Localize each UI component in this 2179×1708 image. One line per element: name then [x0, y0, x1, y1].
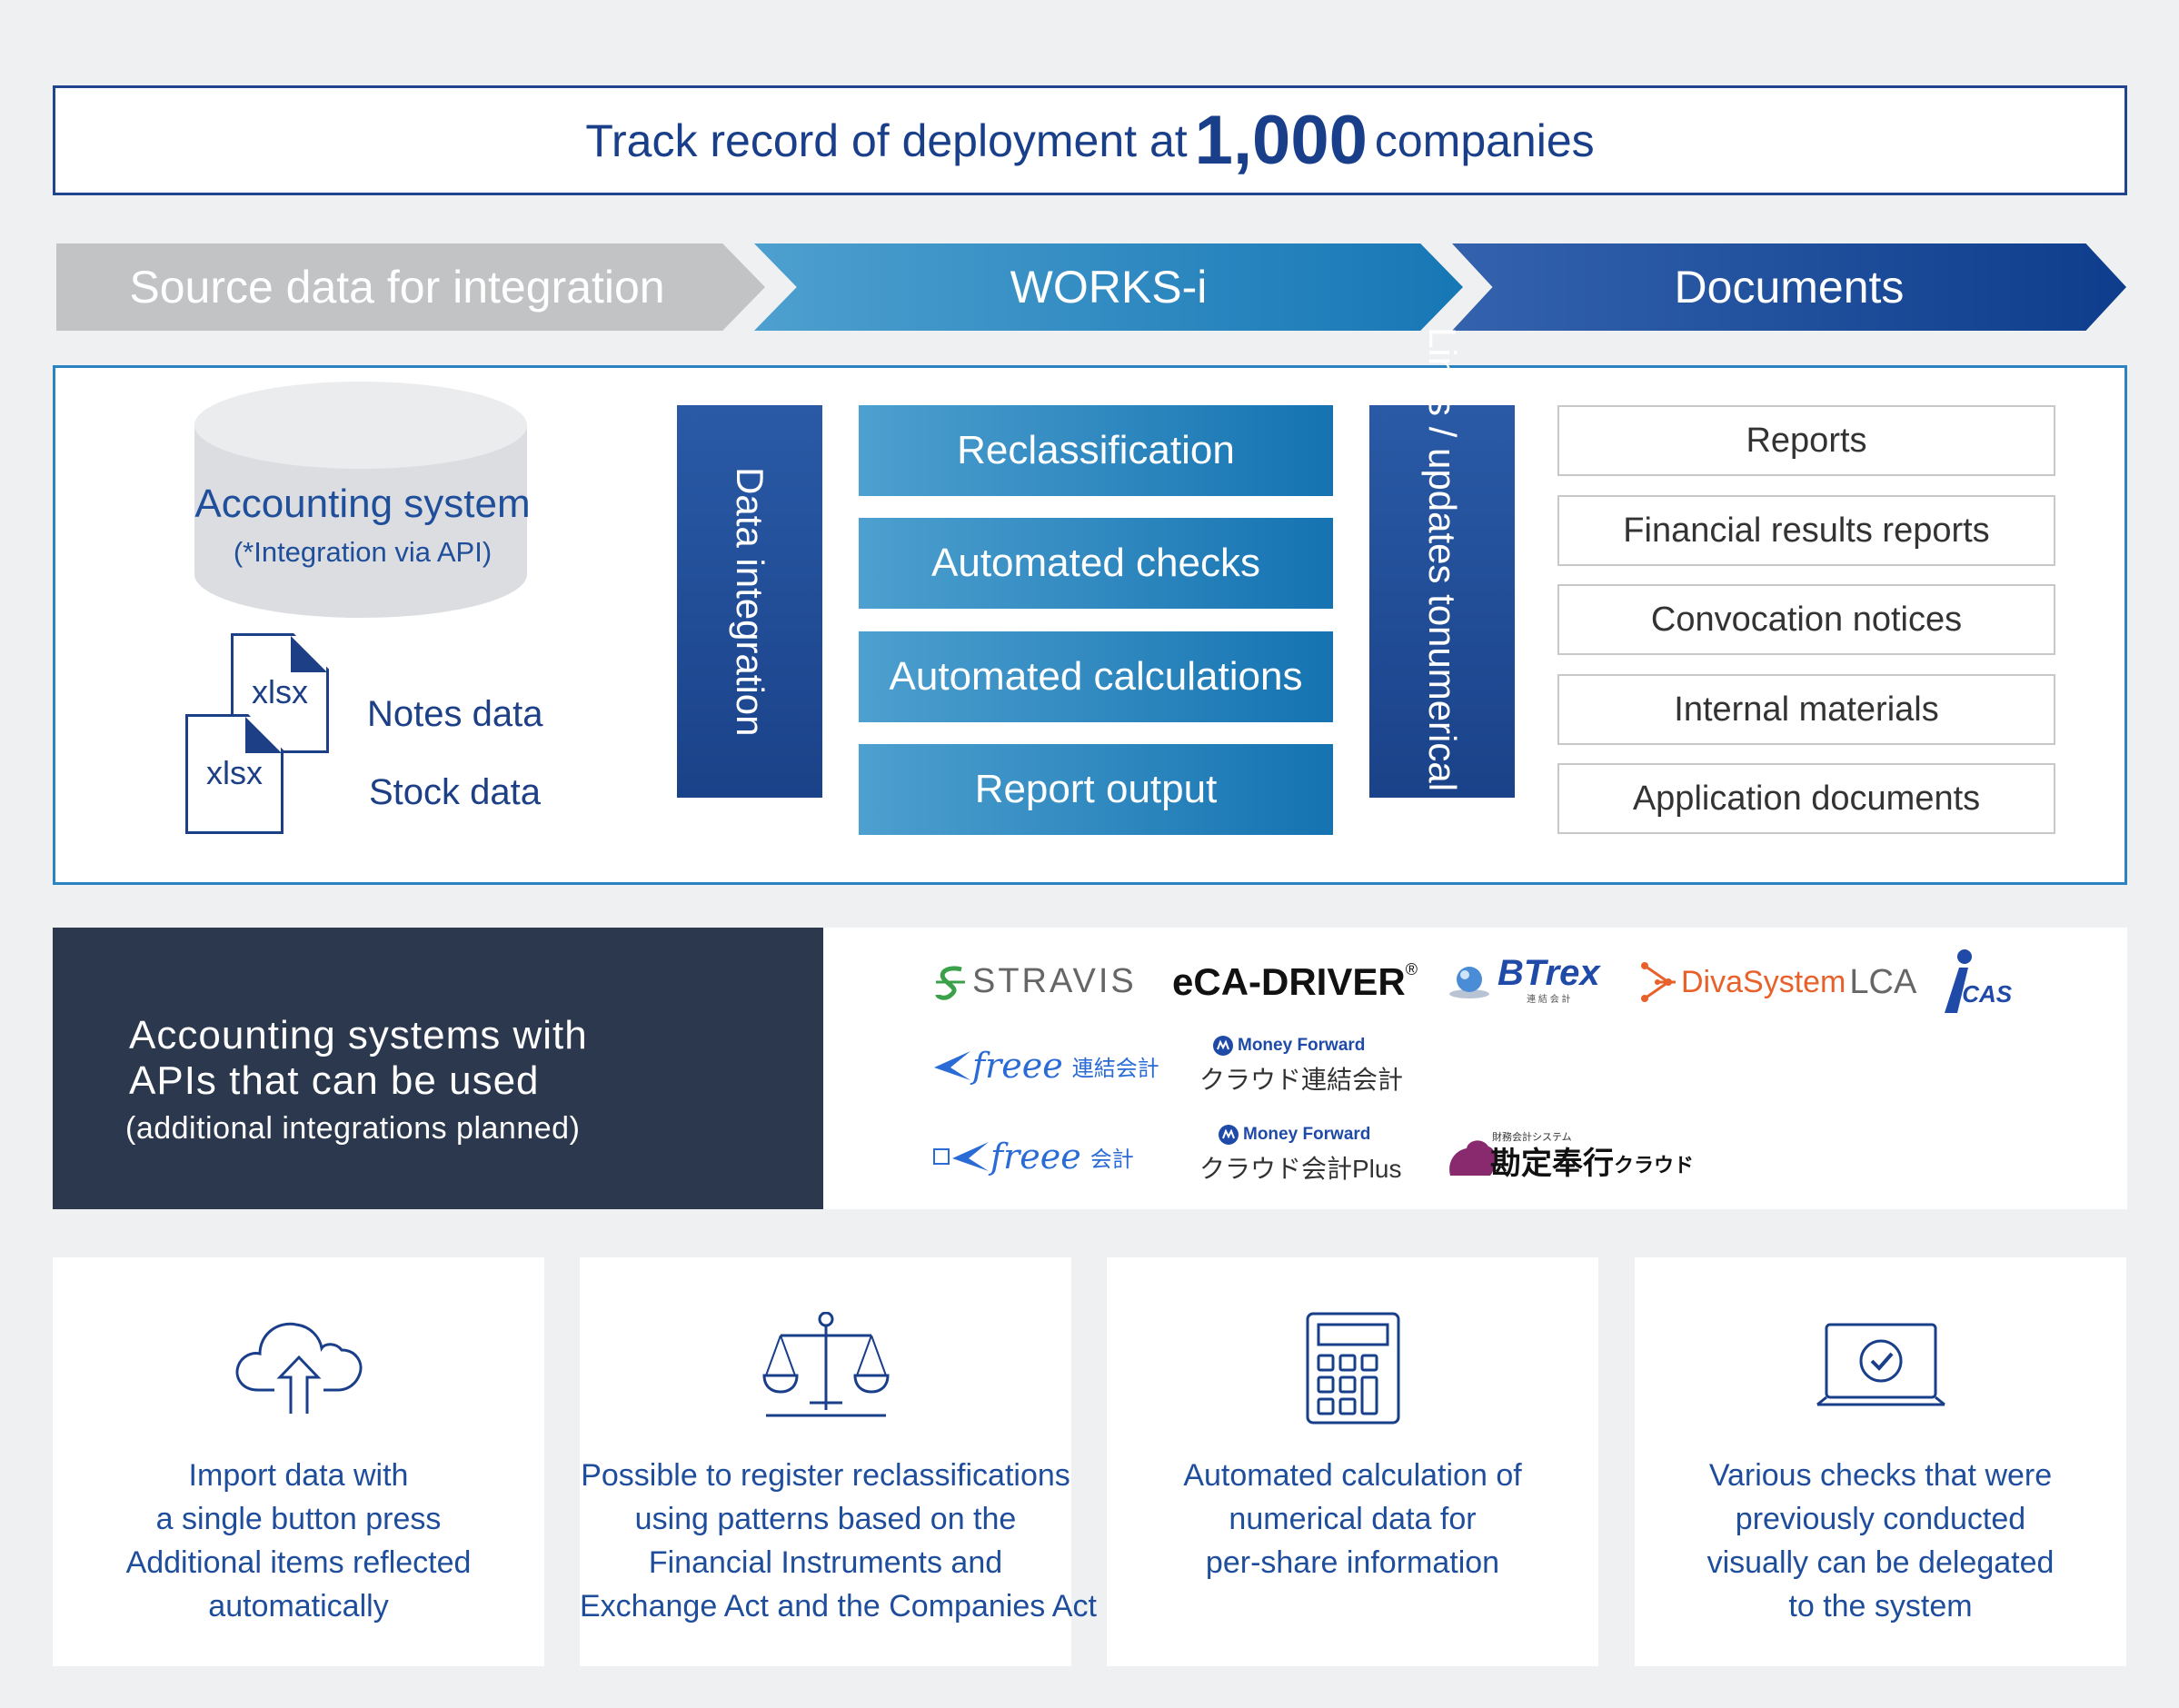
flow-source-chevron: Source data for integration — [56, 243, 765, 331]
stravis-mark-icon — [935, 966, 965, 1000]
stock-data-label: Stock data — [369, 772, 542, 812]
flow-documents-chevron: Documents — [1452, 243, 2126, 331]
eca-driver-logo: eCA-DRIVER ® — [1172, 960, 1418, 1004]
freee-text: freee — [990, 1137, 1081, 1177]
freee-accounting-icon — [933, 1142, 989, 1171]
btrex-globe-icon — [1449, 966, 1489, 998]
feature-card-import: Import data with a single button press A… — [53, 1257, 544, 1666]
moneyforward-plus-text: クラウド会計Plus — [1199, 1155, 1402, 1183]
freee-accounting-text: 会計 — [1090, 1147, 1134, 1172]
moneyforward-plus-logo: Money Forward クラウド会計Plus — [1199, 1124, 1401, 1186]
doc-internal-materials: Internal materials — [1557, 674, 2055, 745]
doc-application-documents: Application documents — [1557, 763, 2055, 834]
eca-driver-text: eCA-DRIVER — [1172, 960, 1406, 1003]
feature-card-checks: Various checks that were previously cond… — [1635, 1257, 2126, 1666]
kanjo-small-text: 財務会計システム — [1492, 1132, 1572, 1143]
icas-text: iCAS — [1955, 980, 2013, 1008]
doc-convocation-notices: Convocation notices — [1557, 584, 2055, 655]
eca-driver-reg: ® — [1405, 960, 1418, 978]
feature-calc-line1: Automated calculation of — [1183, 1458, 1522, 1493]
links-updates-label-line2: numerical data — [1421, 625, 1465, 877]
moneyforward-consolidated-logo: Money Forward クラウド連結会計 — [1199, 1035, 1403, 1097]
kanjo-cloud-text: クラウド — [1614, 1153, 1695, 1177]
freee-text: freee — [972, 1046, 1063, 1086]
flow-documents-label: Documents — [1674, 262, 1905, 313]
freee-bird-icon — [934, 1051, 970, 1080]
doc-financial-results-reports: Financial results reports — [1557, 495, 2055, 566]
cloud-upload-icon — [235, 1322, 362, 1414]
moneyforward-consolidated-text: クラウド連結会計 — [1199, 1066, 1404, 1094]
api-logos-panel: STRAVIS eCA-DRIVER ® BTrex 連 結 会 計 DivaS… — [823, 928, 2127, 1209]
feature-reclass-line1: Possible to register reclassifications — [581, 1458, 1070, 1493]
function-automated-checks: Automated checks — [859, 518, 1333, 609]
feature-reclass-line4: Exchange Act and the Companies Act — [580, 1589, 1097, 1624]
kanjo-bugyo-mark-icon — [1449, 1139, 1496, 1176]
api-title-line1: Accounting systems with — [129, 1013, 588, 1058]
accounting-system-title: Accounting system — [194, 482, 531, 526]
feature-checks-line1: Various checks that were — [1708, 1458, 2053, 1493]
feature-checks-line3: visually can be delegated — [1706, 1545, 2055, 1580]
function-reclassification: Reclassification — [859, 405, 1333, 496]
moneyforward-mark-icon — [1219, 1125, 1239, 1145]
xlsx-file-label: xlsx — [252, 673, 308, 710]
feature-reclass-line3: Financial Instruments and — [648, 1545, 1003, 1580]
freee-consolidated-logo: freee 連結会計 — [932, 1046, 1159, 1086]
diva-system-logo: DivaSystem LCA — [1641, 960, 1916, 1004]
feature-calc-line2: numerical data for — [1229, 1502, 1477, 1536]
api-title-line3: (additional integrations planned) — [125, 1111, 581, 1146]
btrex-text: BTrex — [1497, 953, 1600, 993]
data-integration-bar: Data integration — [677, 405, 822, 798]
accounting-system-subtitle: (*Integration via API) — [233, 536, 493, 568]
diva-mark-icon — [1641, 962, 1676, 1002]
diva-lca-text: LCA — [1849, 962, 1917, 1001]
notes-data-label: Notes data — [367, 694, 543, 734]
stravis-text: STRAVIS — [972, 962, 1137, 1000]
headline-suffix: companies — [1374, 114, 1595, 166]
icas-mark-icon — [1945, 949, 1972, 1013]
freee-consolidated-text: 連結会計 — [1071, 1056, 1159, 1081]
freee-accounting-logo: freee 会計 — [932, 1137, 1134, 1177]
feature-checks-line4: to the system — [1788, 1589, 1973, 1624]
api-systems-panel: Accounting systems with APIs that can be… — [53, 928, 823, 1209]
calculator-icon — [1306, 1312, 1399, 1425]
links-updates-bar: Links / updates to numerical data — [1369, 327, 1515, 876]
function-automated-calculations: Automated calculations — [859, 631, 1333, 722]
function-report-output: Report output — [859, 744, 1333, 835]
feature-import-line1: Import data with — [188, 1458, 409, 1493]
doc-reports: Reports — [1557, 405, 2055, 476]
headline-prefix: Track record of deployment at — [585, 114, 1188, 166]
api-title-line2: APIs that can be used — [129, 1058, 540, 1103]
diva-text: DivaSystem — [1681, 964, 1846, 999]
headline-banner: Track record of deployment at 1,000 comp… — [53, 85, 2127, 195]
database-cylinder-top — [194, 382, 527, 469]
feature-reclass-line2: using patterns based on the — [634, 1502, 1017, 1536]
flow-works-chevron: WORKS-i — [754, 243, 1463, 331]
moneyforward-brand-text: Money Forward — [1243, 1125, 1371, 1144]
headline-number: 1,000 — [1194, 102, 1368, 179]
stravis-logo: STRAVIS — [934, 962, 1137, 1001]
kanjo-bugyo-text: 勘定奉行 — [1490, 1147, 1614, 1181]
kanjo-bugyo-logo: 財務会計システム 勘定奉行 クラウド — [1447, 1129, 1694, 1183]
feature-import-line4: automatically — [208, 1589, 389, 1624]
feature-card-reclassification: Possible to register reclassifications u… — [580, 1257, 1097, 1666]
moneyforward-brand-text: Money Forward — [1238, 1036, 1366, 1055]
flow-source-label: Source data for integration — [129, 262, 665, 313]
btrex-subtext: 連 結 会 計 — [1527, 995, 1571, 1005]
scales-icon — [761, 1312, 890, 1417]
flow-works-label: WORKS-i — [1010, 262, 1208, 313]
icas-logo: iCAS — [1939, 948, 2015, 1020]
feature-card-calculation: Automated calculation of numerical data … — [1107, 1257, 1598, 1666]
feature-import-line2: a single button press — [155, 1502, 442, 1536]
feature-calc-line3: per-share information — [1205, 1545, 1500, 1580]
feature-import-line3: Additional items reflected — [125, 1545, 472, 1580]
btrex-logo: BTrex 連 結 会 計 — [1447, 955, 1600, 1005]
moneyforward-mark-icon — [1213, 1036, 1233, 1056]
links-updates-label-line1: Links / updates to — [1421, 326, 1465, 626]
xlsx-file-label: xlsx — [206, 754, 263, 791]
laptop-check-icon — [1816, 1323, 1945, 1406]
data-integration-label: Data integration — [729, 466, 772, 737]
xlsx-file-icon-front: xlsx — [185, 714, 287, 838]
feature-checks-line2: previously conducted — [1735, 1502, 2026, 1536]
